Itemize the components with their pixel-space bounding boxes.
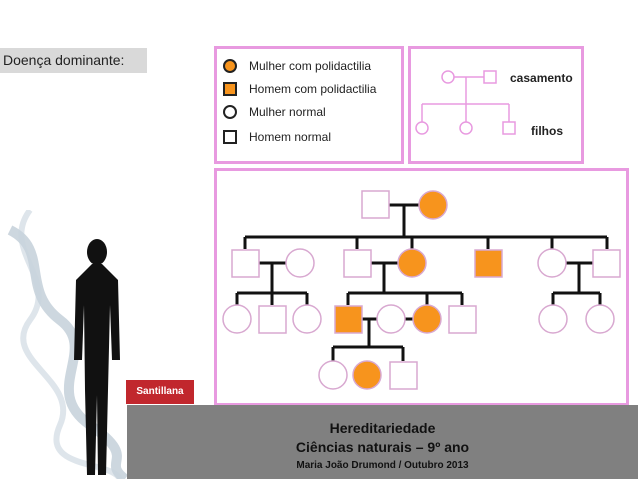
key-child-symbol — [415, 121, 429, 135]
legend-item-affected-male: Homem com polidactilia — [223, 82, 376, 96]
pedigree-male-normal — [361, 190, 390, 219]
key-panel: casamento filhos — [408, 46, 584, 164]
pedigree-female-normal — [376, 304, 406, 334]
pedigree-female-affected — [352, 360, 382, 390]
footer-bar: Hereditariedade Ciências naturais – 9º a… — [127, 405, 638, 479]
legend-label: Mulher com polidactilia — [249, 59, 372, 73]
normal-female-icon — [223, 105, 237, 119]
affected-female-icon — [223, 59, 237, 73]
marriage-label: casamento — [510, 71, 573, 85]
footer-subtitle: Ciências naturais – 9º ano — [295, 439, 470, 455]
footer-credit: Maria João Drumond / Outubro 2013 — [296, 460, 469, 471]
legend-label: Homem normal — [249, 130, 332, 144]
normal-male-icon — [223, 130, 237, 144]
pedigree-male-normal — [231, 249, 260, 278]
pedigree-male-normal — [448, 305, 477, 334]
pedigree-female-affected — [397, 248, 427, 278]
pedigree-female-normal — [318, 360, 348, 390]
pedigree-female-affected — [418, 190, 448, 220]
legend-item-normal-male: Homem normal — [223, 130, 331, 144]
pedigree-female-normal — [538, 304, 568, 334]
pedigree-female-normal — [285, 248, 315, 278]
pedigree-male-normal — [389, 361, 418, 390]
pedigree-female-normal — [585, 304, 615, 334]
dna-silhouette-illustration — [7, 210, 129, 479]
pedigree-male-affected — [334, 305, 363, 334]
pedigree-male-normal — [592, 249, 621, 278]
legend-panel: Mulher com polidactilia Homem com polida… — [214, 46, 404, 164]
key-child-symbol — [502, 121, 516, 135]
pedigree-male-normal — [258, 305, 287, 334]
pedigree-female-affected — [412, 304, 442, 334]
pedigree-female-normal — [292, 304, 322, 334]
key-child-symbol — [459, 121, 473, 135]
key-diagram — [415, 70, 516, 135]
legend-item-affected-female: Mulher com polidactilia — [223, 59, 371, 73]
key-female-symbol — [441, 70, 455, 84]
pedigree-male-affected — [474, 249, 503, 278]
legend-label: Homem com polidactilia — [249, 82, 377, 96]
pedigree-panel — [214, 168, 629, 406]
key-male-symbol — [483, 70, 497, 84]
pedigree-chart — [222, 190, 621, 390]
footer-title: Hereditariedade — [329, 420, 436, 436]
children-label: filhos — [531, 124, 563, 138]
legend-item-normal-female: Mulher normal — [223, 105, 326, 119]
pedigree-male-normal — [343, 249, 372, 278]
affected-male-icon — [223, 82, 237, 96]
pedigree-female-normal — [537, 248, 567, 278]
pedigree-female-normal — [222, 304, 252, 334]
santillana-logo: Santillana — [126, 380, 194, 404]
page-title: Doença dominante: — [0, 48, 147, 73]
legend-label: Mulher normal — [249, 105, 326, 119]
